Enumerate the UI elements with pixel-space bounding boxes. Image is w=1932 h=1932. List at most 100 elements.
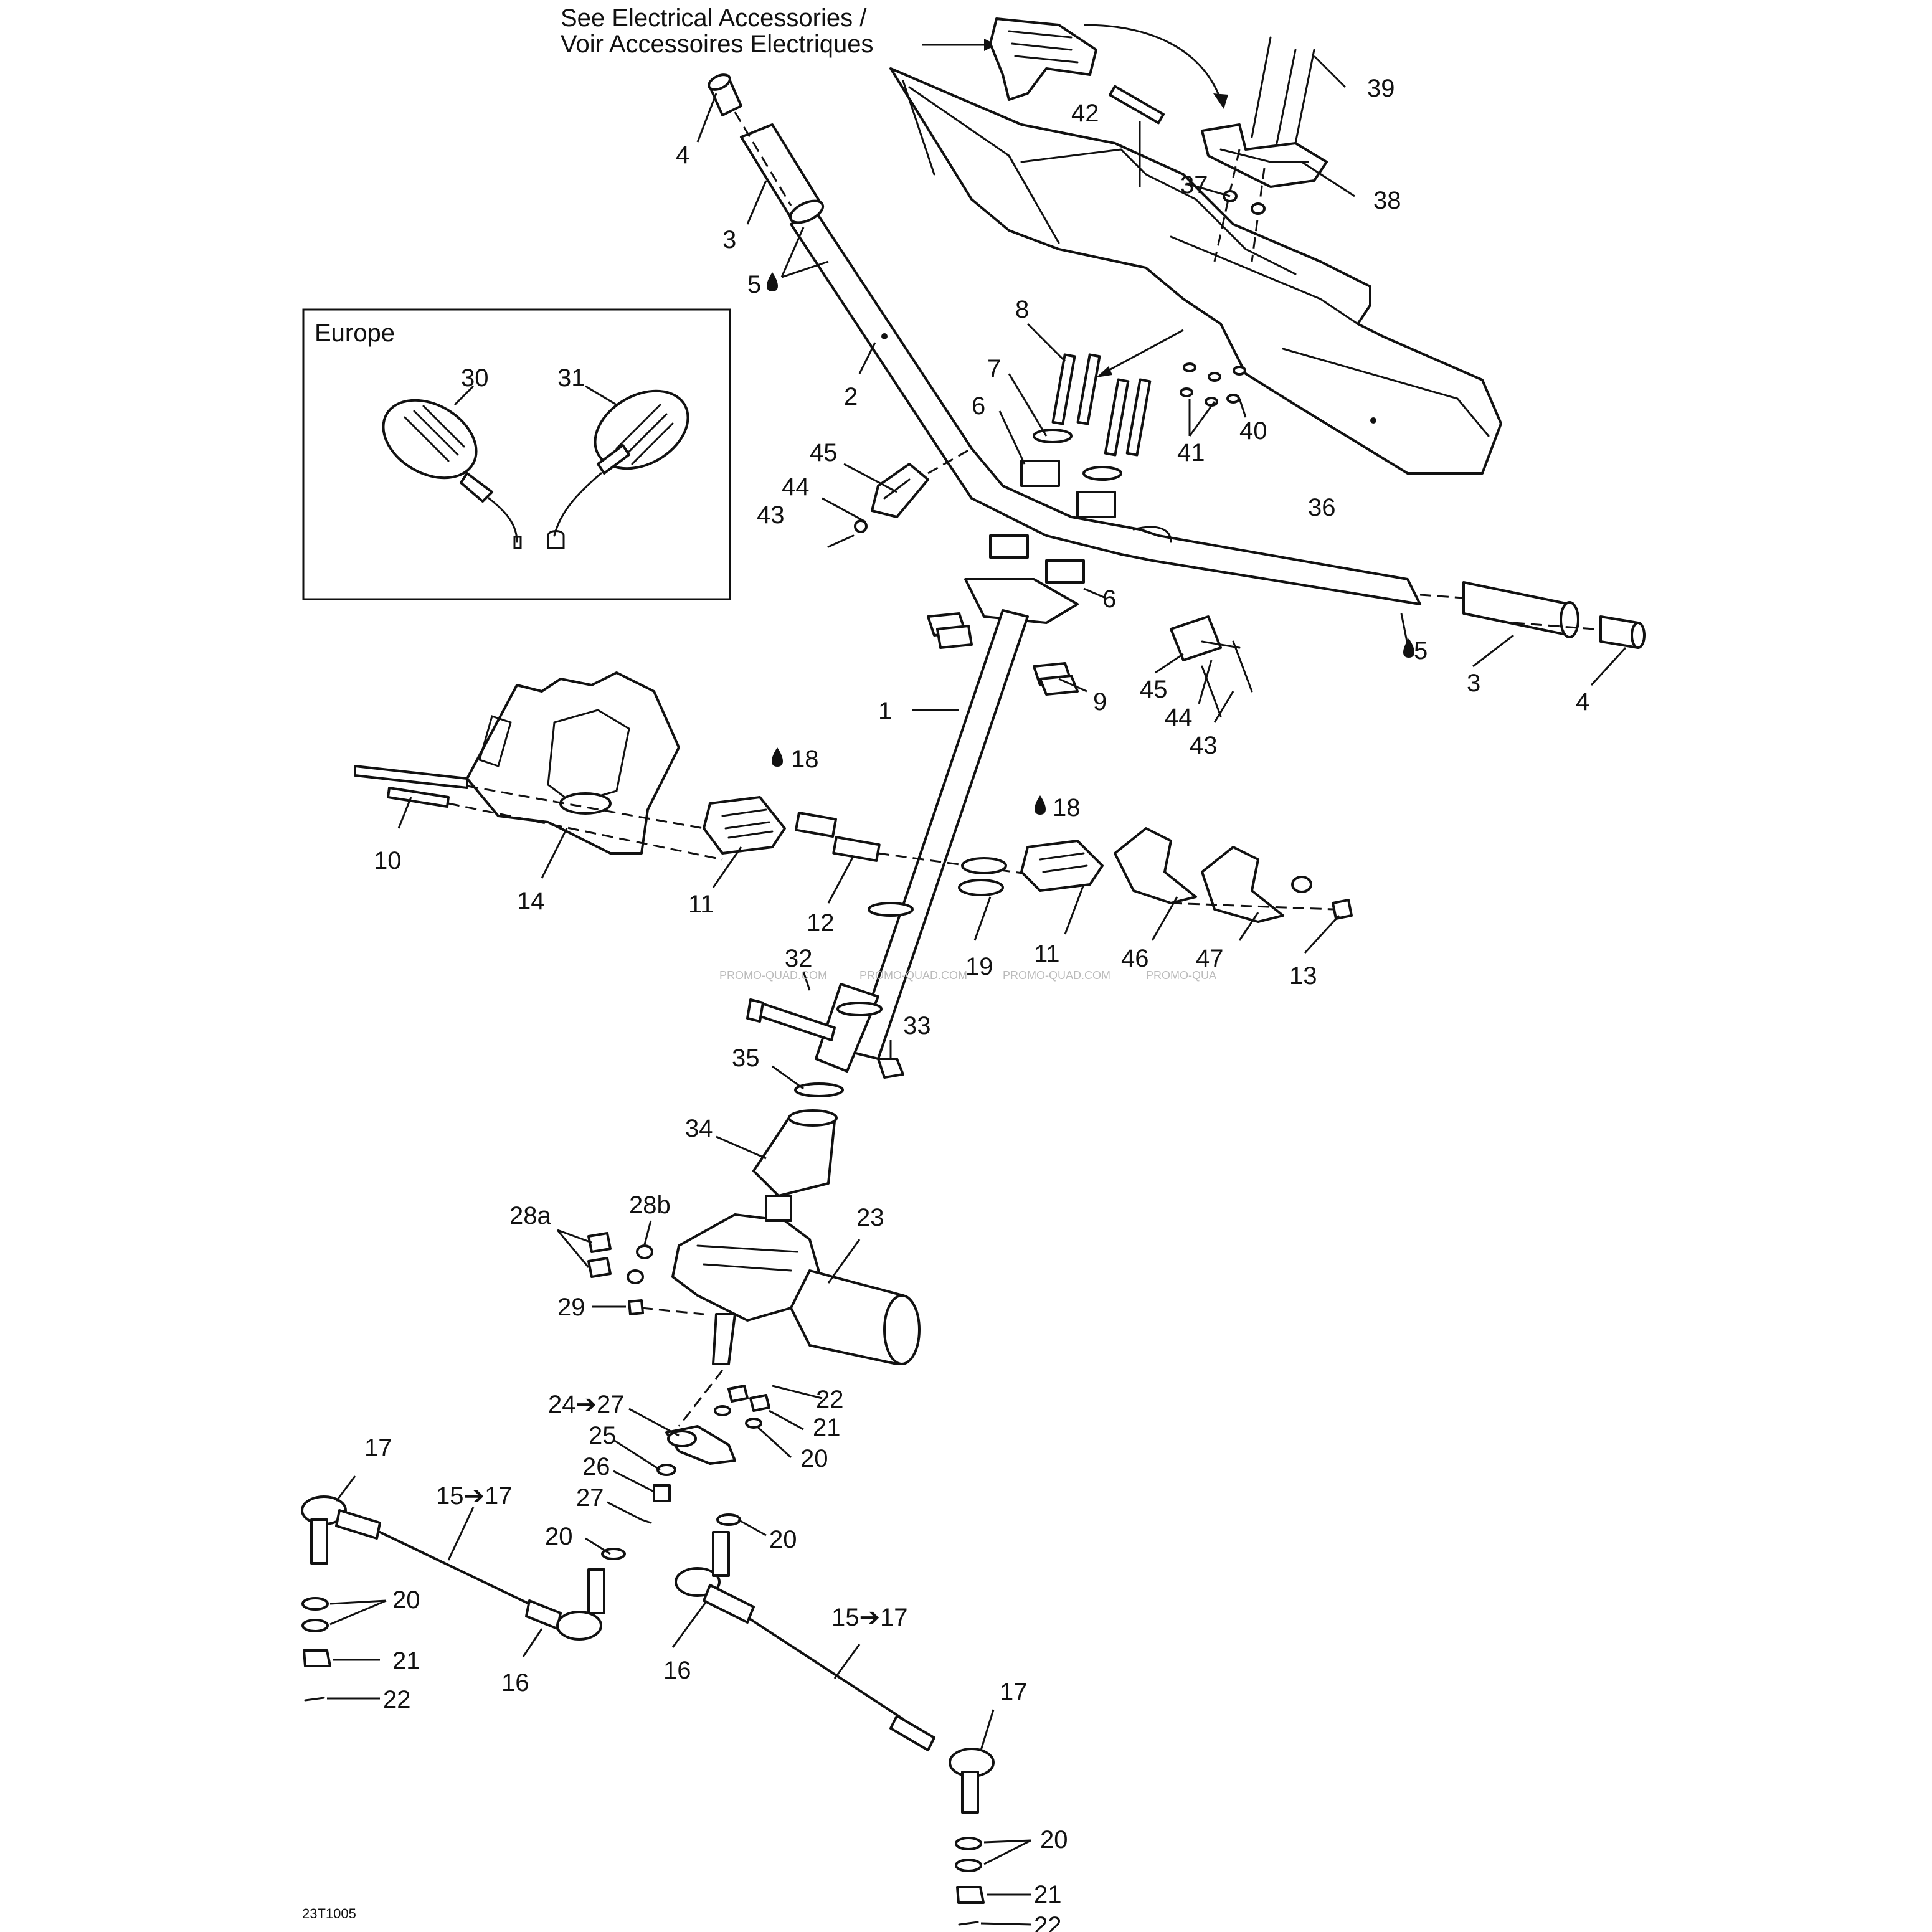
pitman-pin-27 [640, 1518, 652, 1524]
callout-5-left: 5 [747, 271, 761, 298]
callout-4-right: 4 [1576, 688, 1589, 716]
right-bushing-housing [1020, 840, 1104, 892]
callout-20-right-pin: 20 [769, 1526, 797, 1553]
support-spacer-13 [1291, 876, 1312, 893]
right-washer-a [955, 1837, 982, 1850]
callout-29: 29 [557, 1294, 585, 1321]
callout-40: 40 [1239, 417, 1267, 445]
column-boot [752, 1109, 838, 1197]
diagram-code: 23T1005 [302, 1906, 356, 1921]
callout-38: 38 [1373, 187, 1401, 214]
bolt-28a-lower [587, 1257, 612, 1278]
pitman-arm [665, 1425, 736, 1465]
callout-20-pitman: 20 [800, 1445, 828, 1472]
grease-drop-5a [767, 272, 778, 291]
callout-44-upper: 44 [782, 473, 810, 501]
callout-45-upper: 45 [810, 439, 838, 466]
grease-drop-5b [1403, 638, 1414, 658]
inset-title: Europe [315, 320, 395, 347]
right-nut [956, 1886, 985, 1904]
callout-8: 8 [1015, 296, 1029, 323]
callout-22-pitman: 22 [816, 1386, 844, 1413]
left-tie-rod [301, 1495, 605, 1641]
right-tie-rod [675, 1531, 995, 1814]
washer-28b-upper [636, 1244, 653, 1259]
callout-34: 34 [685, 1115, 713, 1142]
europe-inset: Europe [302, 308, 731, 600]
left-grip [740, 123, 825, 224]
left-washer-b [301, 1619, 329, 1632]
callout-6-upper: 6 [972, 392, 985, 420]
callout-34-ring: 35 [732, 1044, 760, 1072]
callout-15-17-right: 15➔17 [831, 1604, 908, 1631]
callout-18-left: 18 [791, 746, 819, 773]
callout-36: 36 [1308, 494, 1336, 521]
left-washer-a [301, 1597, 329, 1611]
clamp-bolts [1051, 353, 1152, 457]
callout-5-right: 5 [1414, 637, 1428, 665]
callout-14: 14 [517, 888, 545, 915]
support-bracket-46 [1114, 827, 1197, 904]
callout-16-left: 16 [501, 1669, 529, 1697]
callout-1: 1 [878, 698, 892, 725]
steering-column [815, 609, 1029, 1073]
spacer-lower [958, 879, 1004, 896]
callout-20-left: 20 [392, 1586, 420, 1614]
support-plate [466, 671, 680, 855]
upper-sleeve [795, 812, 837, 838]
callout-19: 19 [965, 953, 993, 980]
callout-16-right: 16 [663, 1657, 691, 1684]
handlebar-cover [889, 67, 1502, 475]
callout-26: 26 [582, 1453, 610, 1480]
pitman-washer-25 [656, 1464, 676, 1476]
left-pin [304, 1697, 325, 1702]
svg-text:PROMO-QUAD.COM: PROMO-QUAD.COM [719, 969, 827, 982]
right-pin [958, 1921, 979, 1926]
svg-text:PROMO-QUA: PROMO-QUA [1146, 969, 1216, 982]
callout-33: 33 [903, 1012, 931, 1039]
left-bushing-housing [703, 796, 786, 855]
callout-11-right: 11 [1034, 940, 1060, 968]
callout-2: 2 [844, 383, 858, 410]
callout-31: 31 [557, 364, 585, 392]
left-bar-end [708, 73, 742, 116]
support-bolts [354, 765, 723, 861]
column-bolt [746, 998, 836, 1041]
callout-17-left: 17 [364, 1434, 392, 1462]
callout-39: 39 [1367, 75, 1395, 102]
callout-21-right: 21 [1034, 1881, 1062, 1908]
callout-20-right: 20 [1040, 1826, 1068, 1854]
callout-47: 47 [1196, 945, 1224, 972]
right-washer-b [955, 1859, 982, 1872]
callout-22-left: 22 [383, 1686, 411, 1713]
support-bracket-47 [1201, 846, 1284, 923]
callout-3-left: 3 [722, 226, 736, 253]
right-grip [1462, 581, 1579, 638]
left-nut [303, 1649, 331, 1667]
column-ring [794, 1082, 844, 1097]
grease-drop-18b [1035, 795, 1046, 815]
callout-21-pitman: 21 [813, 1414, 841, 1441]
callout-20-left-pin: 20 [545, 1523, 573, 1550]
callout-27: 27 [576, 1484, 604, 1512]
callout-32: 32 [785, 945, 813, 972]
cover-washers [1180, 362, 1246, 407]
column-flange [964, 578, 1079, 624]
callout-15-17-left: 15➔17 [436, 1482, 513, 1510]
handlebar-switch [871, 463, 929, 518]
callout-45-lower: 45 [1140, 676, 1168, 703]
callout-labels: 1 2 3 3 4 4 5 5 6 6 7 8 9 10 11 11 12 13… [364, 75, 1589, 1932]
callout-28a: 28a [509, 1202, 551, 1229]
bolt-29 [628, 1299, 644, 1315]
handlebar [790, 211, 1421, 605]
electrical-accessory-module [989, 17, 1097, 101]
callout-leaders [327, 55, 1627, 1926]
right-mirror [553, 389, 689, 537]
cover-strip [1109, 85, 1165, 125]
column-nut [877, 1058, 904, 1079]
callout-3-right: 3 [1467, 670, 1480, 697]
accessory-leader [1083, 24, 1222, 100]
washer-28b-lower [627, 1269, 644, 1284]
callout-30: 30 [461, 364, 489, 392]
upper-clamps [989, 429, 1122, 584]
